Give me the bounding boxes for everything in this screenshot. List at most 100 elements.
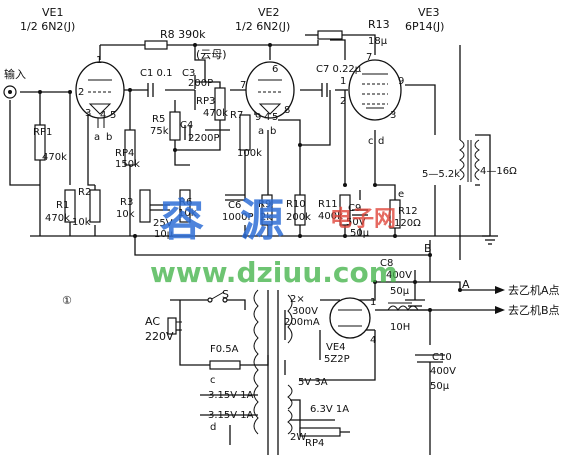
watermark-char-1: 容 xyxy=(160,195,204,246)
resistor-r6 xyxy=(179,189,191,223)
c3-value: 200P xyxy=(188,78,213,89)
r7-label: R7 xyxy=(230,110,243,121)
r6-label: R6 xyxy=(179,197,192,208)
ve2-pin-5: 5 xyxy=(272,112,278,123)
heater-c: c xyxy=(210,375,216,386)
rp3-label: RP3 xyxy=(196,96,215,107)
ve2-pin-6: 6 xyxy=(272,64,278,75)
ve1-pin-a: a xyxy=(94,132,100,143)
r11-label: R11 xyxy=(318,199,338,210)
r1-value: 470k xyxy=(45,213,70,224)
c4-value: 2200P xyxy=(188,133,219,144)
r1-label: R1 xyxy=(56,200,69,211)
ve3-pin-9: 9 xyxy=(398,76,404,87)
c9-capacitance: 50µ xyxy=(350,228,370,239)
ve3-type: 6P14(J) xyxy=(405,20,444,33)
resistor-r10 xyxy=(294,194,306,226)
ve1-pin-2: 2 xyxy=(78,87,84,98)
resistor-r9 xyxy=(261,194,273,226)
node-a: A xyxy=(462,278,470,291)
r7-value: 100k xyxy=(237,148,262,159)
choke-10h xyxy=(387,302,419,311)
ve1-pin-5: 5 xyxy=(110,110,116,121)
ac-plug xyxy=(167,317,182,335)
rectifier-heater-label: 5V 3A xyxy=(298,377,328,388)
ac-label: AC xyxy=(145,315,160,328)
rp1-value: 470k xyxy=(42,152,67,163)
mica-label: (云母) xyxy=(196,48,227,61)
ve2-pin-b: b xyxy=(270,126,276,137)
heater-winding-2: 3.15V 1A xyxy=(208,410,254,421)
ve2-pin-7: 7 xyxy=(240,80,246,91)
c10-label: C10 xyxy=(432,352,452,363)
ve2-pin-8: 8 xyxy=(284,105,290,116)
fuse-label: F0.5A xyxy=(210,344,239,355)
out-a-label: 去乙机A点 xyxy=(508,283,560,297)
c8-voltage: 400V xyxy=(386,270,412,281)
r9-label: R9 xyxy=(258,199,271,210)
watermark-sub: 电子网 xyxy=(330,207,396,232)
power-transformer xyxy=(253,289,293,435)
switch-s xyxy=(207,291,228,303)
junction-dots xyxy=(38,43,462,312)
heater-d: d xyxy=(210,422,216,433)
r3-label: R3 xyxy=(120,197,133,208)
rp4-value: 150k xyxy=(115,159,140,170)
r13-label: R13 xyxy=(368,18,390,31)
c2-voltage: 25V xyxy=(153,218,173,229)
ve1-pin-1: 1 xyxy=(96,55,102,66)
labels: VE1 1/2 6N2(J) VE2 1/2 6N2(J) VE3 6P14(J… xyxy=(4,6,560,449)
input-label: 输入 xyxy=(4,67,26,81)
tube-ve4 xyxy=(329,297,371,339)
r5-label: R5 xyxy=(152,114,165,125)
ve1-name: VE1 xyxy=(42,6,63,19)
out-b-label: 去乙机B点 xyxy=(508,303,560,317)
c10-voltage: 400V xyxy=(430,366,456,377)
secondary-impedance: 4—16Ω xyxy=(480,166,517,177)
r8-label: R8 390k xyxy=(160,28,206,41)
ve4-pin-1: 1 xyxy=(370,297,376,308)
watermark: 容 源 电子网 www.dziuu.com xyxy=(150,195,398,289)
ve3-pin-2: 2 xyxy=(340,96,346,107)
c2-capacitance: 10µ xyxy=(154,229,174,240)
output-transformer xyxy=(459,139,480,182)
c10-capacitance: 50µ xyxy=(430,381,450,392)
r13-value: 18µ xyxy=(368,36,388,47)
resistor-r3 xyxy=(139,189,151,223)
ve1-type: 1/2 6N2(J) xyxy=(20,20,75,33)
r12-value: 120Ω xyxy=(394,218,421,229)
ve3-pin-d: d xyxy=(378,136,384,147)
resistor-r11 xyxy=(339,194,351,226)
r10-label: R10 xyxy=(286,199,306,210)
c4-label: C4 xyxy=(180,120,193,131)
ve2-type: 1/2 6N2(J) xyxy=(235,20,290,33)
figure-number: ① xyxy=(62,294,72,307)
ve2-pin-9: 9 xyxy=(255,112,261,123)
ve3-name: VE3 xyxy=(418,6,439,19)
c9-label: C9 xyxy=(348,203,361,214)
choke-label: 10H xyxy=(390,322,410,333)
primary-impedance: 5—5.2k xyxy=(422,169,460,180)
ground-symbol xyxy=(482,235,498,245)
fuse-f xyxy=(209,360,241,370)
resistor-rp4-power xyxy=(299,427,341,437)
switch-label: S xyxy=(222,288,229,301)
ve4-name: VE4 xyxy=(326,342,346,353)
r10-value: 200k xyxy=(286,212,311,223)
hv-winding-count: 2× xyxy=(290,294,305,305)
c8-label: C8 xyxy=(380,258,393,269)
node-e: e xyxy=(398,189,404,200)
rp1-label: RP1 xyxy=(33,127,52,138)
c6-value: 1000P xyxy=(222,212,253,223)
heater-winding-1: 3.15V 1A xyxy=(208,390,254,401)
r6-value: 10k xyxy=(178,208,197,219)
resistor-r8 xyxy=(144,40,168,50)
ve4-pin-4: 4 xyxy=(370,335,376,346)
ve2-pin-a: a xyxy=(258,126,264,137)
resistors xyxy=(34,30,401,437)
ve3-pin-7: 7 xyxy=(366,52,372,63)
ve1-pin-3: 3 xyxy=(85,108,91,119)
c3-label: C3 xyxy=(182,68,195,79)
resistor-r12 xyxy=(389,199,401,229)
